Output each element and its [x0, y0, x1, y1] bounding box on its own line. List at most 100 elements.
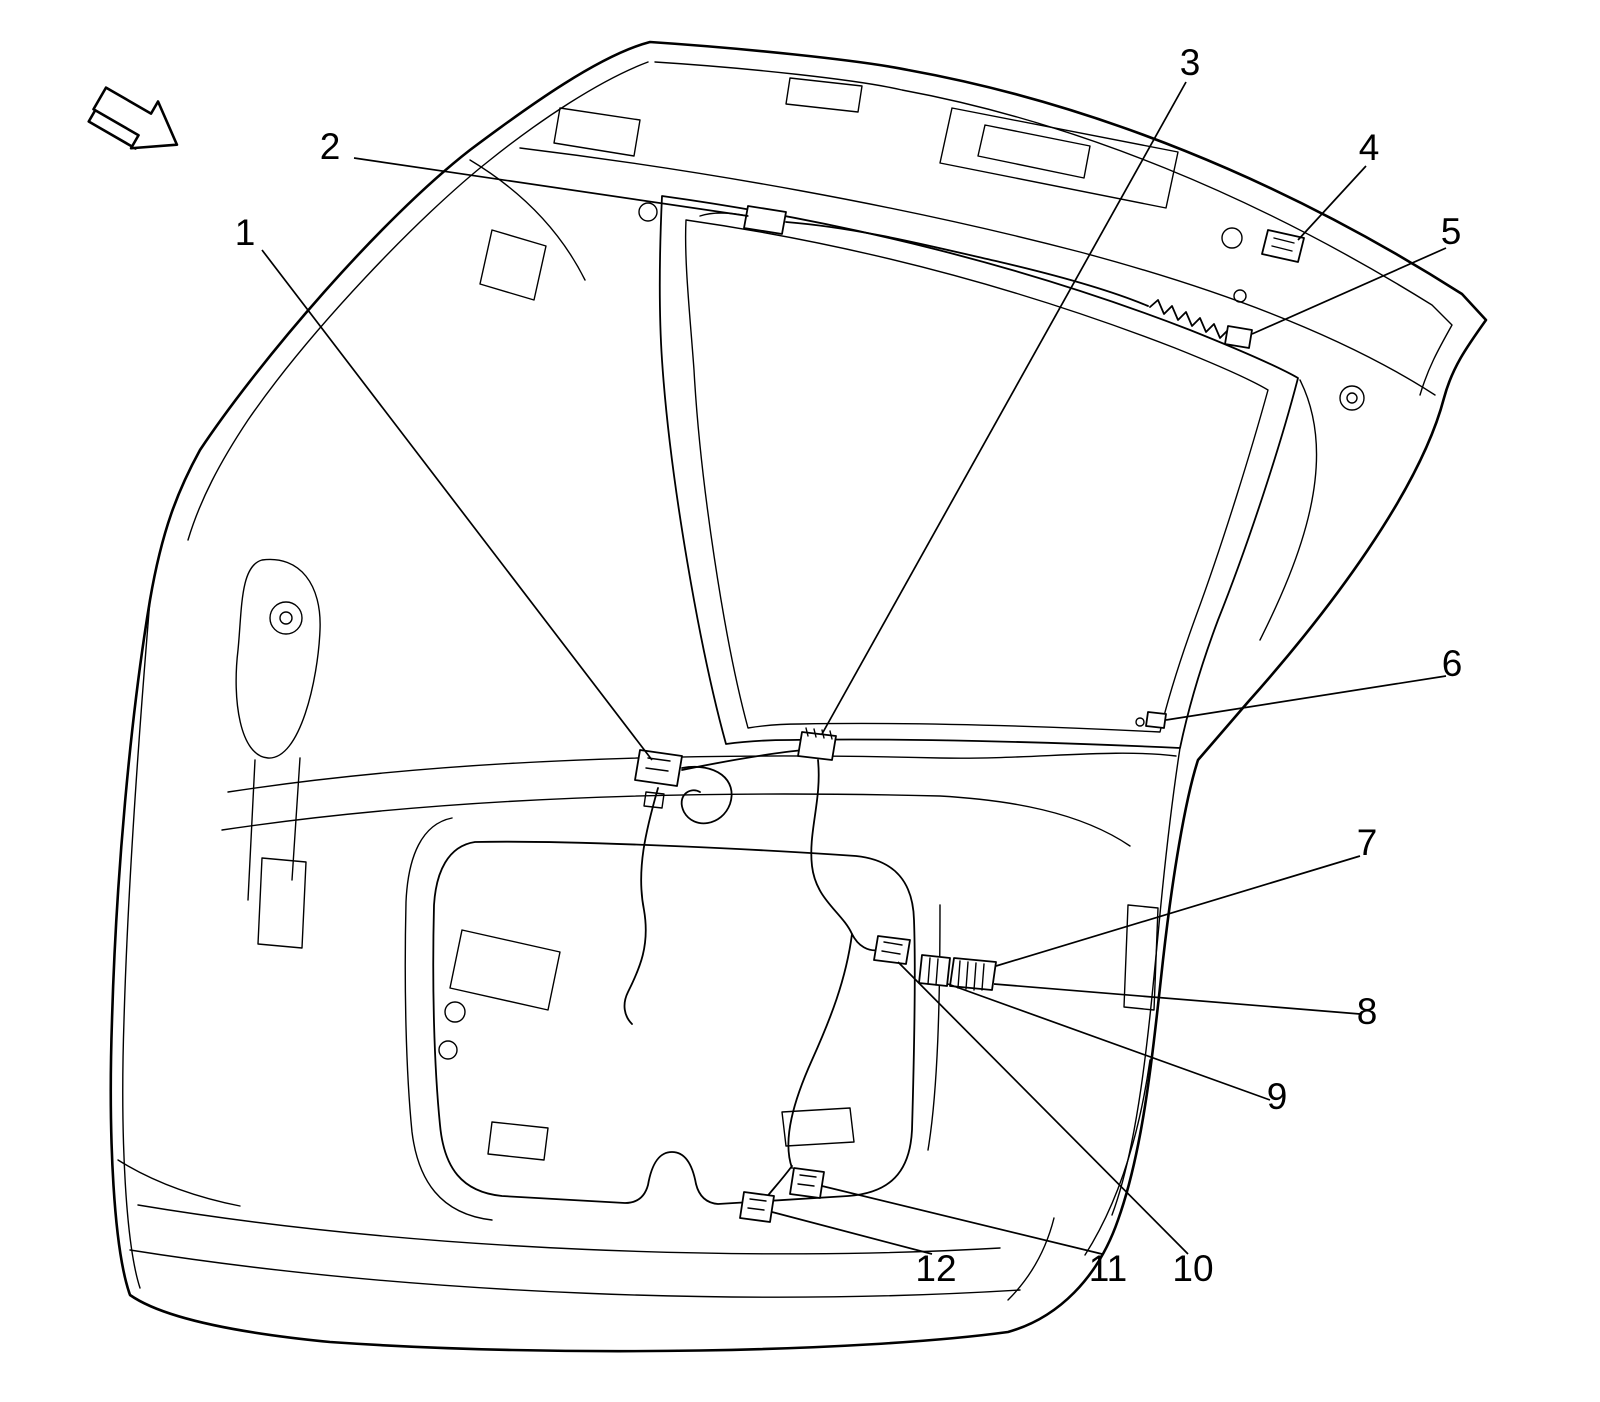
window-inner-line: [684, 219, 1269, 733]
top-harness-run: [785, 221, 1149, 307]
bottom-tab-right: [781, 1107, 855, 1147]
harness-branch-12: [765, 1165, 793, 1199]
connector-12: [739, 1191, 775, 1223]
spoiler-bracket: [479, 229, 547, 301]
bottom-left-crease: [117, 1159, 241, 1207]
right-lower-curve: [1084, 1059, 1151, 1256]
inner-edge-right: [1111, 747, 1181, 1216]
callout-label-6: 6: [1441, 643, 1463, 684]
pillar-body: [235, 558, 321, 759]
left-pillar: [235, 558, 321, 949]
right-frame-curve: [1259, 379, 1318, 641]
leader-5: [1251, 247, 1447, 335]
bottom-tab-left: [487, 1121, 549, 1161]
leader-11: [821, 1185, 1103, 1255]
opening-outer-line: [404, 817, 493, 1221]
window-opening: [658, 195, 1299, 749]
harness-loop: [680, 766, 733, 825]
callout-label-9: 9: [1266, 1076, 1288, 1117]
pillar-hole-outer: [269, 601, 303, 635]
connector-12-detail: [747, 1198, 767, 1211]
seam-line-2: [221, 793, 1131, 847]
harness-run-top: [681, 749, 805, 771]
window-outer-line: [658, 195, 1299, 749]
left-crease-line: [469, 159, 586, 281]
connector-2: [743, 205, 787, 235]
panel-hole-2: [438, 1040, 458, 1060]
right-slot: [1123, 904, 1159, 1011]
arrow-extrude-line: [87, 108, 137, 150]
leader-3: [821, 81, 1187, 735]
connector-7-8: [949, 957, 997, 991]
leader-1: [261, 249, 653, 761]
connector-10-detail: [881, 941, 903, 955]
callout-label-1: 1: [234, 212, 256, 253]
connector-3-teeth: [805, 727, 833, 740]
mid-panel-seams: [221, 752, 1177, 1256]
callout-label-5: 5: [1440, 211, 1462, 252]
coiled-cable-5: [1149, 299, 1229, 339]
pillar-rib-1: [247, 759, 256, 901]
arrow-shape: [92, 86, 179, 150]
harness-clip-1: [643, 791, 665, 809]
connector-11-detail: [797, 1174, 817, 1187]
bottom-seam-1: [129, 1249, 1021, 1298]
grommet-hole: [638, 202, 658, 222]
hinge-hole-inner: [1346, 392, 1358, 404]
leader-6: [1165, 675, 1447, 721]
small-hole: [1233, 289, 1247, 303]
connector-9: [918, 954, 951, 987]
band-lower-edge: [519, 147, 1436, 396]
bottom-right-crease: [1007, 1217, 1055, 1301]
opening-outer-line-right: [927, 904, 941, 1151]
direction-arrow-icon: [87, 86, 179, 150]
callout-label-12: 12: [915, 1248, 957, 1289]
clip-6-pin: [1135, 717, 1145, 727]
wiper-bracket: [939, 107, 1179, 209]
callout-label-3: 3: [1179, 42, 1201, 83]
connector-3: [797, 731, 837, 761]
connector-5: [1224, 325, 1253, 349]
inner-edge-left: [122, 599, 151, 1289]
top-left-bracket: [553, 107, 641, 157]
hinge-bolt: [1221, 227, 1243, 249]
callout-label-7: 7: [1356, 822, 1378, 863]
leader-2: [353, 157, 749, 217]
wiper-bracket-inner: [977, 124, 1091, 179]
callout-label-10: 10: [1172, 1248, 1214, 1289]
seam-line-1: [227, 752, 1177, 793]
opening-edge: [432, 840, 916, 1205]
inner-edge-top: [654, 61, 1453, 396]
connector-11: [789, 1167, 825, 1199]
upper-structure: [469, 77, 1436, 641]
inner-edge-left-upper: [187, 61, 649, 541]
connector-4: [1261, 229, 1305, 263]
pillar-hole-inner: [279, 611, 293, 625]
leader-4: [1297, 165, 1367, 241]
leader-9: [947, 983, 1271, 1101]
harness-run-left: [623, 787, 659, 1025]
leader-8: [993, 983, 1361, 1015]
bottom-seam-2: [137, 1204, 1001, 1255]
callout-label-11: 11: [1088, 1248, 1128, 1289]
top-center-bracket: [785, 77, 863, 113]
callout-leader-lines: [261, 81, 1447, 1255]
callout-label-4: 4: [1358, 127, 1380, 168]
outer-edge: [109, 40, 1488, 1353]
leader-12: [771, 1211, 933, 1255]
panel-hole-1: [444, 1001, 466, 1023]
connector-1: [634, 749, 683, 787]
connector-10: [873, 935, 911, 965]
connector-cluster-detail: [927, 957, 985, 991]
pillar-rib-2: [291, 757, 301, 881]
latch-plate: [449, 929, 561, 1011]
wiring-harness: [623, 205, 1305, 1223]
callout-label-2: 2: [319, 126, 341, 167]
harness-run-right: [810, 759, 881, 952]
harness-run-down: [787, 933, 853, 1169]
callout-label-8: 8: [1356, 991, 1378, 1032]
inner-panel-opening: [404, 817, 941, 1221]
leader-10: [897, 961, 1189, 1255]
hinge-hole-outer: [1339, 385, 1365, 411]
connector-4-detail: [1271, 237, 1295, 252]
